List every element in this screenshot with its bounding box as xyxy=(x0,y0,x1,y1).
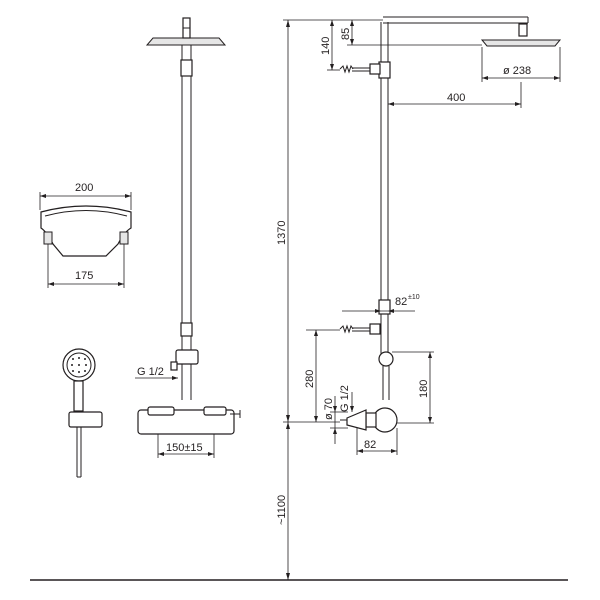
hand-shower xyxy=(62,348,103,478)
dim-82-tol: 82 xyxy=(395,296,407,308)
wall-bracket-bottom xyxy=(339,323,381,335)
hand-shower-holder xyxy=(68,411,103,428)
wall-bracket-top xyxy=(339,63,381,75)
dim-180: 180 xyxy=(418,380,430,398)
dim-200: 200 xyxy=(75,182,93,194)
dim-280: 280 xyxy=(304,370,316,388)
side-view: 1370 ~1100 140 xyxy=(276,16,562,580)
dim-400: 400 xyxy=(447,92,465,104)
dim-175: 175 xyxy=(75,270,93,282)
dim-82: 82 xyxy=(364,439,376,451)
front-slider-bracket xyxy=(175,349,199,365)
dim-140: 140 xyxy=(320,37,332,55)
handle-detail: 200 175 xyxy=(39,182,132,288)
dim-150: 150±15 xyxy=(166,442,203,454)
thermostat-side-body xyxy=(372,407,398,433)
dim-82-tol-sup: ±10 xyxy=(408,294,420,301)
dim-85: 85 xyxy=(340,28,352,40)
dim-238: ø 238 xyxy=(503,65,531,77)
dim-g12-left: G 1/2 xyxy=(137,366,164,378)
dim-1370: 1370 xyxy=(276,221,288,245)
side-head-shower xyxy=(480,39,562,47)
dim-70: ø 70 xyxy=(323,398,335,420)
front-view: 150±15 G 1/2 xyxy=(135,17,241,458)
dim-g12-right: G 1/2 xyxy=(339,385,351,412)
dim-1100: ~1100 xyxy=(276,495,288,525)
front-head-shower xyxy=(145,37,227,46)
front-thermostat-body xyxy=(137,409,235,435)
diverter-ball xyxy=(378,351,394,367)
